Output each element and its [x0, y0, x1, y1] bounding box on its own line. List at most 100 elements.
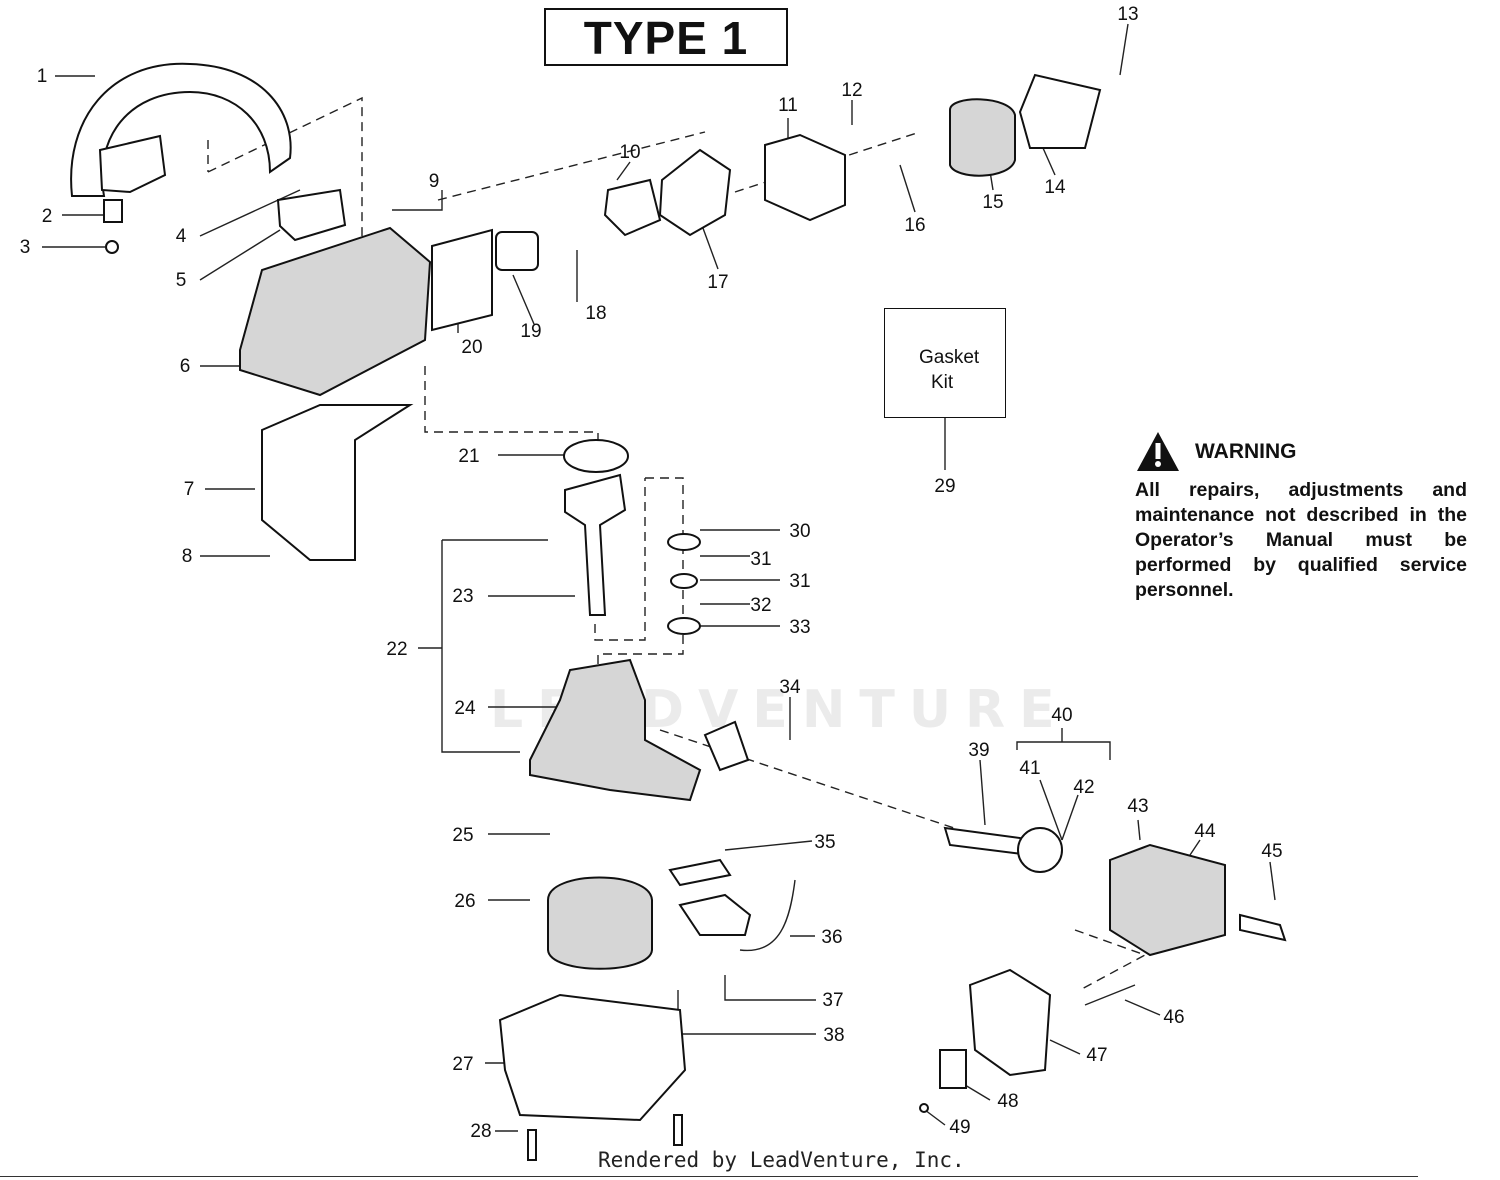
callout-26: 26 [454, 891, 475, 912]
part-23-crankshaft [564, 473, 627, 616]
warning-notice: WARNING All repairs, adjustments and mai… [1135, 428, 1467, 603]
part-2-mount [103, 199, 123, 223]
part-21-disc [563, 439, 629, 473]
part-5-cover [276, 188, 347, 242]
callout-8: 8 [182, 546, 193, 567]
part-33-seal [667, 617, 701, 635]
callout-25: 25 [452, 825, 473, 846]
callout-47: 47 [1086, 1045, 1107, 1066]
warning-text: All repairs, adjustments and maintenance… [1135, 479, 1467, 601]
leader-lines [42, 23, 1276, 1132]
part-26-flywheel [547, 876, 653, 970]
gasket-kit-line1: Gasket [919, 347, 980, 368]
part-1-guard [70, 62, 292, 197]
footer-credit: Rendered by LeadVenture, Inc. [598, 1148, 965, 1172]
callout-41: 41 [1019, 758, 1040, 779]
callout-34: 34 [779, 677, 801, 698]
callout-35: 35 [814, 832, 835, 853]
part-35-spacer [668, 858, 732, 887]
part-6-cylinder-shroud [239, 226, 432, 397]
callout-14: 14 [1044, 177, 1066, 198]
part-15-filter [949, 98, 1016, 177]
callout-32: 32 [750, 595, 771, 616]
part-1-bracket [98, 134, 167, 194]
part-3-nut [105, 240, 119, 254]
part-28-screw-b [673, 1114, 683, 1146]
part-7-heat-shield [261, 404, 414, 561]
part-32-bearing [670, 573, 698, 589]
callout-17: 17 [707, 272, 728, 293]
part-30-seal [667, 533, 701, 551]
callout-44: 44 [1194, 821, 1216, 842]
callout-49: 49 [949, 1117, 970, 1138]
callout-36: 36 [821, 927, 842, 948]
part-48-screen [939, 1049, 967, 1089]
part-49-screw [919, 1103, 929, 1113]
gasket-kit-line2: Kit [931, 372, 954, 393]
part-36-ignition [678, 893, 752, 936]
type-title: TYPE 1 [544, 8, 788, 66]
callout-33: 33 [789, 617, 810, 638]
callout-12: 12 [841, 80, 862, 101]
callout-4: 4 [176, 226, 187, 247]
callout-19: 19 [520, 321, 541, 342]
callout-3: 3 [20, 237, 31, 258]
callout-10: 10 [619, 142, 640, 163]
part-shapes [70, 62, 1287, 1161]
callout-numbers: 1234567891011121314151617181920212223242… [20, 4, 1283, 1142]
part-19-block [495, 231, 539, 271]
gasket-kit-box: Gasket Kit [884, 308, 1006, 418]
callout-7: 7 [184, 479, 195, 500]
callout-37: 37 [822, 990, 843, 1011]
callout-39: 39 [968, 740, 989, 761]
callout-21: 21 [458, 446, 479, 467]
callout-48: 48 [997, 1091, 1018, 1112]
callout-13: 13 [1117, 4, 1138, 25]
callout-31: 31 [789, 571, 810, 592]
part-46-spring [1084, 984, 1136, 1006]
warning-triangle-icon [1137, 432, 1179, 471]
part-44-cylinder [1109, 843, 1226, 957]
callout-24: 24 [454, 698, 476, 719]
callout-16: 16 [904, 215, 925, 236]
part-45-spark-plug [1239, 913, 1287, 942]
callout-18: 18 [585, 303, 606, 324]
part-34-gasket [703, 720, 750, 772]
part-17-carburetor [658, 148, 732, 237]
part-11-air-box [764, 133, 846, 222]
warning-title: WARNING [1195, 440, 1297, 463]
callout-5: 5 [176, 270, 187, 291]
bottom-rule [0, 1176, 1418, 1177]
callout-9: 9 [429, 171, 440, 192]
callout-42: 42 [1073, 777, 1094, 798]
callout-27: 27 [452, 1054, 473, 1075]
callout-40: 40 [1051, 705, 1072, 726]
callout-11: 11 [778, 95, 798, 116]
part-10-gasket [603, 178, 662, 237]
part-28-screw [527, 1129, 537, 1161]
part-27-housing [498, 993, 687, 1122]
callout-29: 29 [934, 476, 955, 497]
callout-15: 15 [982, 192, 1003, 213]
callout-38: 38 [823, 1025, 844, 1046]
callout-45: 45 [1261, 841, 1282, 862]
part-20-gasket [431, 228, 493, 332]
part-36-lead [739, 879, 796, 952]
callout-23: 23 [452, 586, 473, 607]
callout-2: 2 [42, 206, 53, 227]
callout-20: 20 [461, 337, 482, 358]
callout-30: 30 [789, 521, 810, 542]
callout-6: 6 [180, 356, 191, 377]
callout-31: 31 [750, 549, 771, 570]
callout-28: 28 [470, 1121, 491, 1142]
callout-22: 22 [386, 639, 407, 660]
part-40-piston [1017, 827, 1063, 873]
part-14-filter-cover [1018, 73, 1102, 149]
part-47-muffler [968, 968, 1052, 1077]
callout-46: 46 [1163, 1007, 1184, 1028]
callout-1: 1 [37, 66, 48, 87]
part-24-crankcase [529, 658, 702, 802]
callout-43: 43 [1127, 796, 1148, 817]
